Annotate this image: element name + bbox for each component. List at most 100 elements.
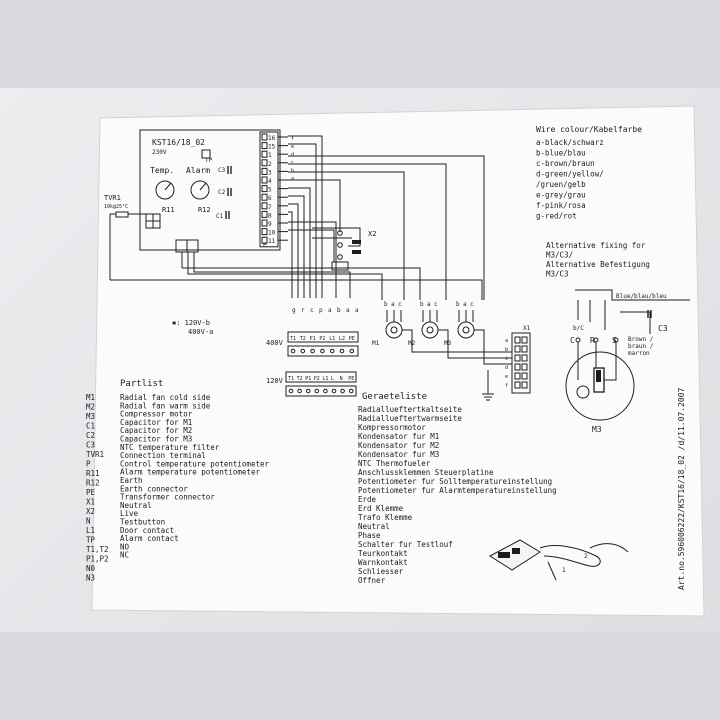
c3-label: C3 [218, 167, 226, 174]
strip-120-screw [323, 388, 328, 394]
x1-label: X1 [523, 325, 531, 332]
wire-colour-title: Wire colour/Kabelfarbe [536, 125, 642, 134]
geraeteliste-table: RadiallueftertkaltseiteRadiallueftertwar… [358, 405, 557, 585]
x2-connector: X2 [331, 230, 376, 271]
wire-letter: e [291, 144, 294, 150]
partlist-item: Control temperature potentiometer [120, 459, 269, 468]
partlist-code: R12 [86, 479, 100, 488]
partlist-code: P1,P2 [86, 555, 109, 564]
motor-wire-letter: a [463, 301, 467, 308]
motor-wire-letter: b [420, 301, 424, 308]
controller-voltage: 230V [152, 149, 167, 156]
partlist-code: L1 [86, 526, 95, 535]
strip-120-terminal-label: P1 [305, 376, 311, 382]
wire-letter: d [291, 152, 294, 158]
x1-row-letter: a [505, 338, 508, 344]
strip-400-screw [339, 348, 345, 354]
geraeteliste-item: Radiallueftertkaltseite [358, 405, 462, 414]
partlist-item: Door contact [120, 526, 174, 535]
terminal-pin [261, 176, 268, 184]
alt-fixing-line: M3/C3/ [546, 251, 573, 260]
terminal-label: 4 [268, 178, 272, 185]
partlist-code: C1 [86, 422, 95, 431]
x1-row-letter: b [505, 347, 508, 353]
strip-120-terminal-label: T1 [288, 376, 294, 382]
wire-colour-entry: b-blue/blau [536, 149, 586, 158]
terminal-pin [261, 202, 268, 210]
geraeteliste-item: Erde [358, 495, 377, 504]
partlist-item: Alarm temperature potentiometer [120, 468, 260, 477]
geraeteliste-item: Warnkontakt [358, 558, 408, 567]
partlist-item: Connection terminal [120, 451, 206, 460]
motor-label: M2 [408, 340, 416, 347]
temp-label: Temp. [150, 166, 174, 175]
strip-120-label: 120V [266, 377, 284, 385]
terminal-pin [261, 228, 268, 236]
partlist-title: Partlist [120, 379, 163, 389]
geraeteliste-item: Neutral [358, 522, 390, 531]
strip-400-terminal-label: P2 [319, 336, 325, 342]
wire-colour-entry: f-pink/rosa [536, 201, 586, 210]
geraeteliste-item: Schliesser [358, 567, 404, 576]
geraeteliste-item: NTC Thermofueler [358, 459, 431, 468]
voltage-note-1: ✱: 120V-b [172, 319, 210, 327]
geraeteliste-item: Trafo Klemme [358, 513, 413, 522]
terminal-pin [261, 150, 268, 158]
geraeteliste-item: Erd Klemme [358, 504, 404, 513]
wire-colour-entry: e-grey/grau [536, 191, 586, 200]
strip-400-wire-letter: a [328, 307, 332, 314]
strip-120-terminal-label: PE [348, 376, 354, 382]
partlist-item: Neutral [120, 501, 152, 510]
tp-label: TP [205, 157, 213, 164]
strip-400-wire-letter: g [292, 307, 296, 314]
partlist-item: Transformer connector [120, 493, 215, 502]
geraeteliste-item: Kondensator fur M1 [358, 432, 439, 441]
partlist-item: Earth [120, 476, 143, 485]
partlist-item: Testbutton [120, 518, 165, 527]
strip-120-terminal-label: P2 [314, 376, 320, 382]
strip-120-screw [305, 388, 311, 394]
wire-colour-legend: Wire colour/Kabelfarbe a-black/schwarz b-… [536, 125, 642, 221]
x1-row-letter: e [505, 374, 508, 380]
motor-wire-letter: c [470, 301, 474, 308]
strip-120-terminal-label: L1 [322, 376, 328, 382]
motor-wire-letter: b [456, 301, 460, 308]
strip-120-screw [288, 388, 294, 394]
terminal-pin [261, 133, 268, 141]
terminal-label: 15 [268, 144, 276, 151]
partlist-item: Capacitor for M1 [120, 418, 192, 427]
strip-400-terminal-label: T2 [300, 336, 306, 342]
alt-r-label: R [590, 336, 595, 345]
partlist-item: Radial fan warm side [120, 401, 211, 410]
motor-wire-letter: c [398, 301, 402, 308]
motor-label: M3 [444, 340, 452, 347]
test-button-symbol [201, 149, 211, 159]
partlist-code: N3 [86, 574, 95, 583]
c2-label: C2 [218, 189, 226, 196]
partlist-item: NTC temperature filter [120, 443, 220, 452]
terminal-label: 5 [268, 187, 272, 194]
partlist-item: Alarm contact [120, 534, 179, 543]
terminal-label: 7 [268, 204, 272, 211]
alt-marron-label: marron [628, 350, 650, 357]
terminal-pin [261, 236, 268, 244]
wire-colour-entry: /gruen/gelb [536, 180, 586, 189]
alt-fixing-line: M3/C3 [546, 270, 569, 279]
terminal-pin [261, 142, 268, 150]
voltage-note-2: 400V-a [188, 328, 213, 336]
wire-colour-entry: a-black/schwarz [536, 138, 604, 147]
tvr1-spec: 10k@25°C [104, 204, 128, 210]
partlist-code: TP [86, 536, 96, 545]
p-label: P [263, 242, 267, 249]
geraeteliste-item: Offner [358, 576, 386, 585]
strip-400-terminal-label: L2 [339, 336, 345, 342]
strip-400-wire-letter: r [301, 307, 305, 314]
motor-wire-letter: a [391, 301, 395, 308]
partlist-item: NC [120, 551, 129, 560]
partlist-code: M1 [86, 393, 95, 402]
partlist-code: PE [86, 488, 96, 497]
